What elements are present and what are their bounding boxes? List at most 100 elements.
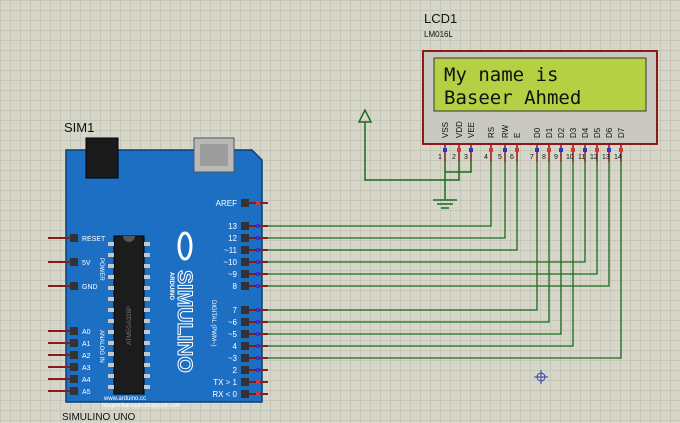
board-pin-label: ~6: [228, 318, 238, 327]
board-pin-label: 12: [228, 234, 237, 243]
board-pin-marker: [256, 356, 260, 360]
lcd-pin-name: VSS: [441, 122, 450, 138]
lcd-pin-marker: [515, 148, 519, 152]
lcd-pin-marker: [457, 148, 461, 152]
board-pin-socket: [241, 342, 249, 350]
board-pin-label: 7: [233, 306, 238, 315]
chip-leg: [108, 297, 114, 301]
board-pin-socket: [241, 330, 249, 338]
chip-leg: [144, 374, 150, 378]
lcd-pin-name: D0: [533, 127, 542, 138]
board-pin-socket: [70, 363, 78, 371]
board-pin-label: ~11: [224, 246, 238, 255]
board-pin-marker: [256, 308, 260, 312]
board-pin-socket: [241, 366, 249, 374]
lcd-pin-number: 10: [566, 154, 574, 161]
board-pin-marker: [256, 320, 260, 324]
lcd-pin-name: D7: [617, 127, 626, 138]
board-brand: SIMULINO: [173, 270, 196, 373]
board-pin-socket: [241, 354, 249, 362]
chip-label: ATMEGA328P: [127, 306, 133, 345]
board-pin-socket: [70, 258, 78, 266]
chip-leg: [144, 275, 150, 279]
signal-wire: [268, 162, 518, 251]
lcd-pin-number: 3: [464, 154, 468, 161]
signal-wire: [268, 162, 586, 263]
signal-wire: [268, 162, 598, 275]
board-pin-marker: [256, 260, 260, 264]
lcd-pin-marker: [443, 148, 447, 152]
lcd-reference: LCD1: [424, 11, 457, 26]
board-pin-label: 8: [233, 282, 238, 291]
board-pin-socket: [70, 387, 78, 395]
board-pin-socket: [70, 375, 78, 383]
chip-leg: [144, 363, 150, 367]
board-pin-marker: [256, 248, 260, 252]
board-pin-label: A0: [82, 329, 91, 336]
board-pin-socket: [70, 234, 78, 242]
chip-leg: [144, 297, 150, 301]
lcd-pin-number: 4: [484, 154, 488, 161]
board-pin-socket: [70, 339, 78, 347]
lcd-pin-number: 9: [554, 154, 558, 161]
board-pin-marker: [256, 272, 260, 276]
signal-wire: [268, 162, 538, 311]
lcd-pin-name: RS: [487, 127, 496, 138]
chip-leg: [144, 352, 150, 356]
digital-header-label: DIGITAL (PWM~): [210, 300, 216, 347]
board-pin-marker: [256, 224, 260, 228]
usb-inner: [200, 144, 228, 166]
lcd-pin-name: D4: [581, 127, 590, 138]
chip-leg: [144, 286, 150, 290]
logo-text: ARDUINO: [168, 272, 174, 300]
lcd-pin-marker: [503, 148, 507, 152]
chip-leg: [144, 242, 150, 246]
lcd-pin-marker: [535, 148, 539, 152]
arduino-logo: ARDUINO: [168, 231, 193, 300]
board-pin-label: 2: [233, 366, 238, 375]
signal-wires: [268, 162, 622, 359]
board-pin-socket: [241, 282, 249, 290]
board-pin-socket: [241, 258, 249, 266]
signal-wire: [268, 162, 562, 335]
board-pin-group: RESET5VGNDA0A1A2A3A4A5AREF1312~11~10~987…: [48, 199, 268, 399]
lcd-pin-marker: [595, 148, 599, 152]
lcd-module[interactable]: My name is Baseer Ahmed: [422, 50, 658, 145]
lcd-pin-name: E: [513, 133, 522, 138]
chip-leg: [144, 385, 150, 389]
board-pin-marker: [256, 236, 260, 240]
signal-wire: [268, 162, 492, 227]
lcd-pin-number: 11: [578, 154, 585, 161]
chip-leg: [108, 363, 114, 367]
board-url-2: blogembarcado.blogspot.com: [102, 403, 181, 409]
chip-leg: [108, 264, 114, 268]
lcd-line-1: My name is: [444, 64, 558, 86]
chip-leg: [144, 253, 150, 257]
board-pin-socket: [241, 318, 249, 326]
board-reference: SIM1: [64, 120, 94, 135]
lcd-pin-marker: [619, 148, 623, 152]
lcd-pin-marker: [571, 148, 575, 152]
power-wiring: [357, 108, 472, 199]
lcd-pin-number: 1: [438, 154, 442, 161]
board-pin-label: ~10: [223, 258, 237, 267]
board-pin-label: A2: [82, 353, 91, 360]
chip-leg: [144, 264, 150, 268]
board-pin-label: TX > 1: [213, 378, 237, 387]
board-pin-socket: [241, 306, 249, 314]
board-pin-socket: [241, 246, 249, 254]
chip-leg: [108, 330, 114, 334]
lcd-pin-marker: [489, 148, 493, 152]
board-pin-socket: [241, 199, 249, 207]
chip-leg: [144, 319, 150, 323]
board-pin-socket: [70, 351, 78, 359]
lcd-pin-group: VSS1VDD2VEE3RS4RW5E6D07D18D29D310D411D51…: [438, 121, 626, 162]
board-pin-socket: [70, 327, 78, 335]
board-pin-marker: [256, 344, 260, 348]
board-pin-marker: [256, 380, 260, 384]
signal-wire: [268, 162, 622, 359]
board-pin-label: A5: [82, 389, 91, 396]
lcd-model: LM016L: [424, 30, 453, 39]
chip-leg: [144, 341, 150, 345]
board-url-1: www.arduino.cc: [103, 396, 146, 402]
